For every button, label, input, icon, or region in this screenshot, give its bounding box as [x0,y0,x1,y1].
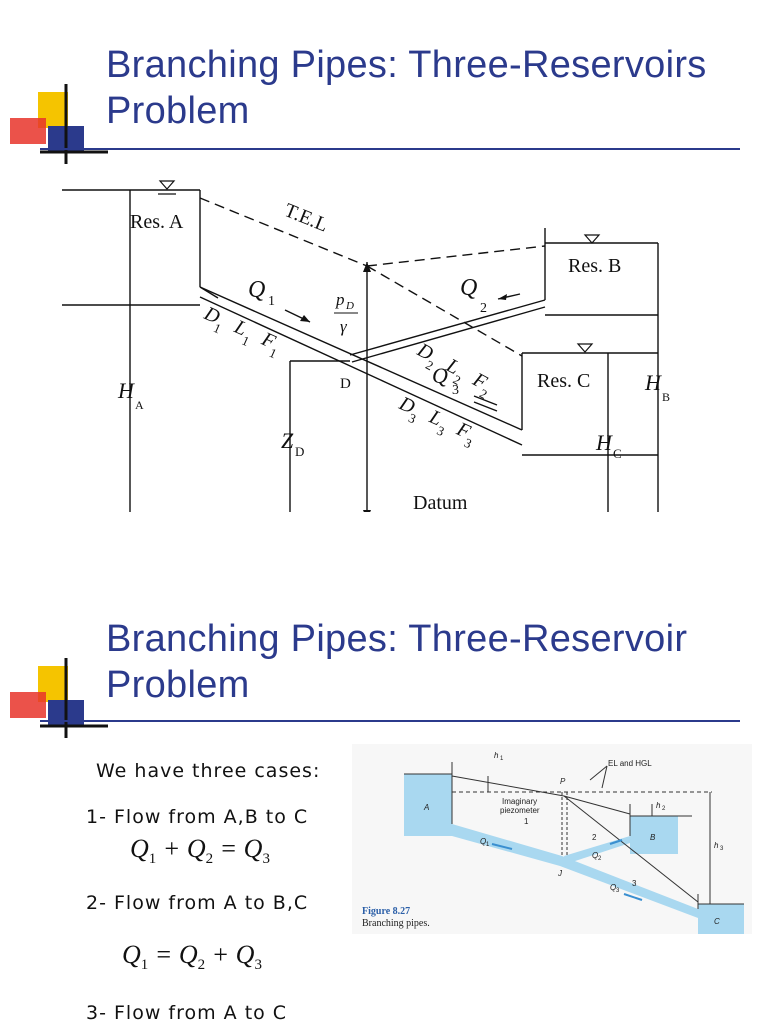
fig-h1-label: h [494,751,499,760]
fig-q3-sub: 3 [616,888,620,894]
fig-caption-label: Figure 8.27 [362,906,410,917]
fig-q1-sub: 1 [486,842,490,848]
pd-sub: D [345,300,354,312]
fig-h1-sub: 1 [500,756,504,762]
fig-h2-sub: 2 [662,806,666,812]
case-2-text: 2- Flow from A to B,C [86,892,309,914]
hc-label: H [595,430,613,455]
slide-2-title: Branching Pipes: Three-Reservoir Problem [106,616,687,708]
slide-logo-icon [10,84,108,164]
fig-q1-label: Q [480,837,486,846]
q3-label: Q [432,363,448,388]
fig-a-label: A [423,803,429,812]
fig-pipe2-label: 2 [592,833,597,842]
slide-logo-icon [10,658,108,738]
case-1-text: 1- Flow from A,B to C [86,806,309,828]
res-c-label: Res. C [537,370,590,392]
title-divider [40,148,740,150]
slide-1-title-line2: Problem [106,90,250,132]
q2-sub: 2 [480,301,487,316]
branching-pipes-figure: h 1 EL and HGL P Imaginary piezometer 1 … [352,744,752,934]
fig-h3-sub: 3 [720,846,724,852]
datum-label: Datum [413,492,468,512]
q3-sub: 3 [452,383,459,398]
hb-sub: B [662,390,670,404]
fig-el-hgl-label: EL and HGL [608,759,652,768]
fig-j-label: J [557,869,563,878]
slide-1: Branching Pipes: Three-Reservoirs Proble… [10,42,740,512]
three-reservoir-diagram: Res. A Res. B Res. C T.E.L Datum D Q 1 Q… [62,180,670,512]
figure-8-27-diagram: h 1 EL and HGL P Imaginary piezometer 1 … [362,751,744,934]
slide-1-title-line1: Branching Pipes: Three-Reservoirs [106,44,707,86]
hb-label: H [644,370,662,395]
res-a-label: Res. A [130,211,184,233]
q1-sub: 1 [268,294,275,309]
fig-h2-label: h [656,801,661,810]
pd-numerator: p [335,290,345,309]
ha-label: H [117,378,135,403]
fig-p-label: P [560,777,566,786]
hc-sub: C [613,446,622,461]
slide-1-title: Branching Pipes: Three-Reservoirs Proble… [106,42,707,134]
intro-text: We have three cases: [96,760,321,782]
fig-piezometer-label: piezometer [500,806,540,815]
fig-imaginary-label: Imaginary [502,797,537,806]
junction-label: D [340,376,351,392]
tel-label: T.E.L [281,199,331,236]
slide-2-title-line2: Problem [106,664,250,706]
gamma-label: γ [340,317,348,336]
fig-q2-label: Q [592,851,598,860]
equation-1: Q1 + Q2 = Q3 [130,834,270,868]
fig-h3-label: h [714,841,719,850]
slide-2-title-line1: Branching Pipes: Three-Reservoir [106,618,688,660]
zd-sub: D [295,444,304,459]
equation-2: Q1 = Q2 + Q3 [122,940,262,974]
zd-label: Z [281,428,294,453]
fig-b-label: B [650,833,656,842]
q2-label: Q [460,275,477,301]
fig-c-label: C [714,917,720,926]
case-3-text: 3- Flow from A to C [86,1002,288,1024]
fig-q2-sub: 2 [598,856,602,862]
fig-pipe1-label: 1 [524,817,529,826]
fig-caption-text: Branching pipes. [362,918,430,929]
fig-q3-label: Q [610,883,616,892]
slide-2: Branching Pipes: Three-Reservoir Problem… [0,512,768,1024]
ha-sub: A [135,398,144,412]
fig-pipe3-label: 3 [632,879,637,888]
res-b-label: Res. B [568,255,621,277]
q1-label: Q [248,277,265,303]
title-divider [40,720,740,722]
